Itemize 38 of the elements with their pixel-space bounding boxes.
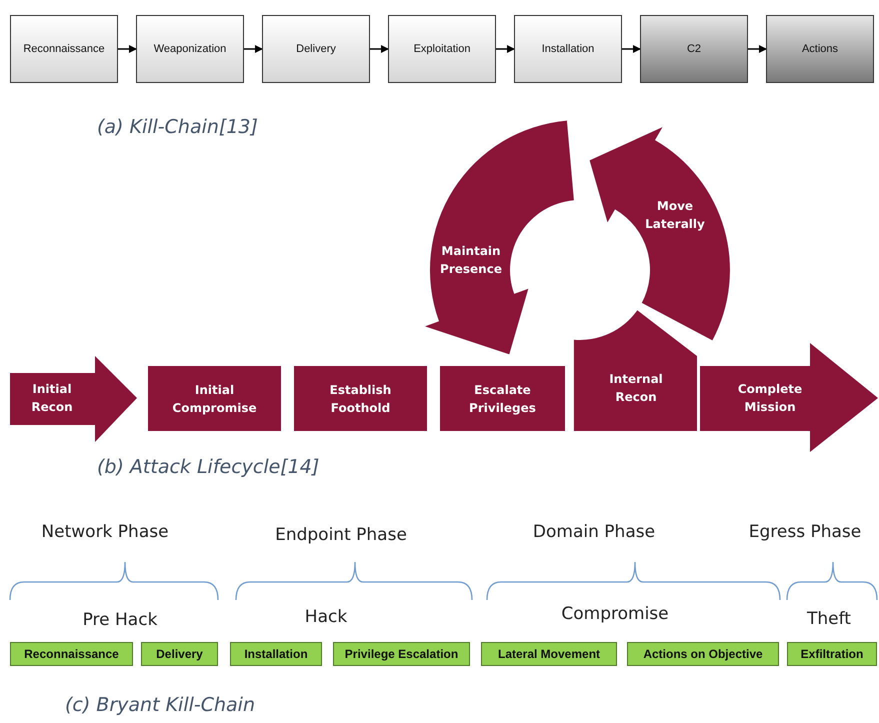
arrow bbox=[622, 45, 641, 53]
block-arrow: Complete Mission bbox=[700, 343, 879, 453]
process-box: Installation bbox=[514, 15, 622, 83]
stage-box: Establish Foothold bbox=[294, 366, 427, 431]
group-label: Hack bbox=[304, 607, 348, 627]
stage-box: Exfiltration bbox=[787, 642, 877, 666]
cycle-arrow-segment: Maintain Presence bbox=[425, 120, 574, 355]
arrow bbox=[118, 45, 137, 53]
stage-box: Lateral Movement bbox=[481, 642, 617, 666]
arrow bbox=[496, 45, 515, 53]
process-box: Weaponization bbox=[136, 15, 244, 83]
process-box: Reconnaissance bbox=[10, 15, 118, 83]
arrow bbox=[748, 45, 767, 53]
group-label: Compromise bbox=[561, 604, 669, 624]
stage-box: Delivery bbox=[141, 642, 218, 666]
process-box: C2 bbox=[640, 15, 748, 83]
process-box: Delivery bbox=[262, 15, 370, 83]
stage-box: Reconnaissance bbox=[10, 642, 133, 666]
group-label: Pre Hack bbox=[82, 610, 158, 630]
stage-box: Installation bbox=[230, 642, 322, 666]
process-box: Actions bbox=[766, 15, 874, 83]
figure-caption: (c) Bryant Kill-Chain bbox=[65, 694, 255, 716]
figure-caption: (a) Kill-Chain[13] bbox=[97, 116, 258, 138]
phase-label: Network Phase bbox=[41, 522, 169, 542]
cycle-arrow-segment: Internal Recon bbox=[573, 310, 697, 431]
stage-box: Actions on Objective bbox=[627, 642, 779, 666]
phase-label: Egress Phase bbox=[748, 522, 862, 542]
group-label: Theft bbox=[807, 609, 851, 629]
stage-box: Privilege Escalation bbox=[333, 642, 470, 666]
arrow bbox=[244, 45, 263, 53]
arrow bbox=[370, 45, 389, 53]
figure-caption: (b) Attack Lifecycle[14] bbox=[97, 456, 320, 478]
stage-box: Escalate Privileges bbox=[440, 366, 565, 431]
phase-label: Domain Phase bbox=[532, 522, 656, 542]
phase-label: Endpoint Phase bbox=[275, 525, 407, 545]
stage-box: Initial Compromise bbox=[148, 366, 281, 431]
process-box: Exploitation bbox=[388, 15, 496, 83]
block-arrow: Initial Recon bbox=[10, 356, 138, 444]
